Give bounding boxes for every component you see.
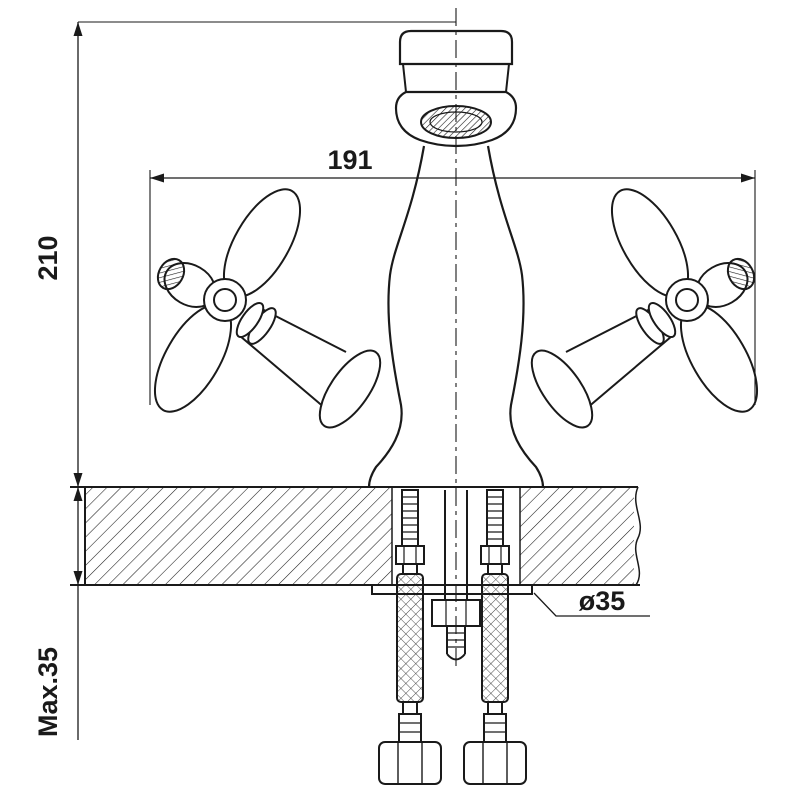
faucet-body <box>367 145 545 488</box>
dimension-label-max-thickness: Max.35 <box>33 647 63 737</box>
countertop-section <box>70 486 641 586</box>
spout-taper <box>402 63 510 93</box>
mounting-nut-facets <box>445 600 467 626</box>
countertop-hatch-left <box>86 488 392 584</box>
dimension-label-height: 210 <box>33 235 63 280</box>
right-handle <box>519 176 774 438</box>
arrowhead <box>73 473 83 487</box>
supply-hose-right <box>463 489 527 785</box>
arrowhead <box>73 571 83 585</box>
countertop-hatch-right <box>520 488 634 584</box>
mounting-stud <box>431 490 481 661</box>
countertop-break-line <box>634 486 641 586</box>
arrowhead <box>741 173 755 183</box>
leader-line-diameter <box>533 592 650 617</box>
left-handle <box>138 176 393 438</box>
dimension-label-hole-diameter: ø35 <box>579 586 626 616</box>
arrowhead <box>73 487 83 501</box>
arrowhead <box>150 173 164 183</box>
dimensions <box>73 21 756 740</box>
body-outline-right <box>486 145 545 488</box>
arrowhead <box>73 22 83 36</box>
extension-lines-width <box>149 170 756 405</box>
body-outline-left <box>367 145 426 488</box>
stud-sides <box>444 490 468 600</box>
mounting-washer-plate <box>371 584 533 595</box>
dimension-label-width: 191 <box>327 145 372 175</box>
